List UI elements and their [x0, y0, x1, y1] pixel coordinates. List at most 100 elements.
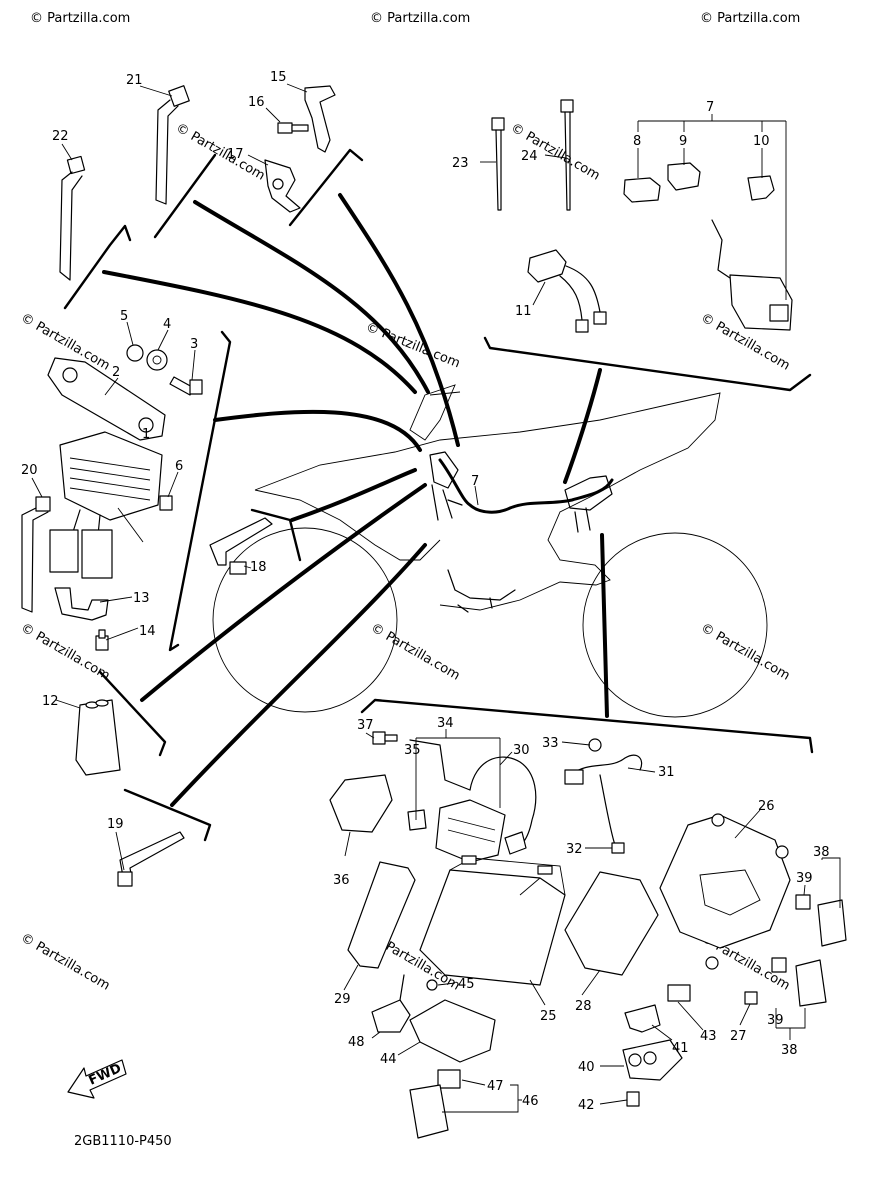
bolt-head-icon	[626, 1091, 640, 1107]
leader-line	[581, 969, 601, 996]
callout-line	[102, 270, 417, 394]
leader-line	[739, 1003, 751, 1026]
watermark: © Partzilla.com	[698, 620, 792, 683]
bracket-1-6	[168, 330, 232, 652]
leader-line	[61, 143, 73, 161]
part-1-rectifier-regulator	[49, 431, 163, 579]
part-39-plug	[795, 894, 811, 910]
bracket-15-17	[288, 148, 364, 227]
part-number-label: 45	[458, 977, 475, 992]
leader-line	[265, 107, 281, 123]
battery-terminal	[537, 865, 553, 875]
part-42-bolt	[626, 1091, 640, 1107]
leader-line	[105, 627, 139, 641]
part-38-connector	[795, 959, 827, 1007]
leader-line	[734, 809, 761, 839]
sensor-hole	[643, 1051, 657, 1065]
bracket-18	[250, 508, 302, 562]
damper-body	[667, 984, 691, 1002]
part-46-47-connector	[409, 1069, 461, 1139]
part-47-cap	[437, 1069, 461, 1089]
watermark: © Partzilla.com	[368, 620, 462, 683]
band-body	[347, 861, 416, 969]
watermark: © Partzilla.com	[30, 11, 130, 26]
harness-branches	[431, 484, 463, 521]
part-number-label: 34	[437, 716, 454, 731]
part-7-harness-unit	[711, 219, 793, 331]
callout-line	[213, 409, 422, 452]
part-23-cable-tie	[491, 117, 505, 211]
watermark: © Partzilla.com	[18, 930, 112, 993]
part-4-grommet	[146, 349, 168, 371]
part-number-label: 48	[348, 1035, 365, 1050]
leader-line	[651, 1024, 673, 1041]
part-8-relay	[623, 177, 661, 203]
part-39-plug	[771, 957, 787, 973]
part-number-label: 2	[112, 365, 120, 380]
cap-body	[747, 175, 775, 201]
screw-shank	[291, 124, 309, 132]
leader-line	[139, 85, 173, 97]
leader-line	[365, 732, 375, 739]
part-number-label: 36	[333, 873, 350, 888]
bracket-battery-group	[360, 698, 814, 754]
band-strap	[21, 507, 49, 613]
rear-harness-branches	[574, 507, 591, 533]
rear-wheel	[582, 532, 768, 718]
leader-line	[247, 154, 269, 166]
bracket-hole	[711, 813, 725, 827]
part-number-label: 7	[706, 100, 714, 115]
bracket-12	[98, 670, 167, 757]
part-number-label: 40	[578, 1060, 595, 1075]
part-number-label: 4	[163, 317, 171, 332]
relay-lines	[447, 817, 496, 843]
part-number-label: 22	[52, 129, 69, 144]
part-number-label: 39	[796, 871, 813, 886]
relay-body	[435, 799, 506, 863]
callout-line	[140, 483, 427, 702]
part-5-collar	[126, 344, 144, 362]
grommet-icon	[146, 349, 168, 371]
watermark: © Partzilla.com	[18, 620, 112, 683]
part-number-label: 38	[813, 845, 830, 860]
harness-lead	[711, 219, 731, 279]
leader-line	[55, 699, 81, 709]
part-35-fuse	[407, 809, 427, 831]
band-head-icon	[168, 85, 190, 107]
number-plate-outline	[409, 384, 456, 441]
bracket-7-11	[483, 336, 812, 392]
bracket-body	[624, 1004, 661, 1033]
part-number-label: 6	[175, 459, 183, 474]
part-number-label: 14	[139, 624, 156, 639]
leader-line	[677, 1001, 704, 1031]
leader-line	[803, 884, 806, 896]
leader-line	[544, 154, 567, 159]
leader-line	[499, 751, 513, 766]
ecu-socket	[769, 304, 789, 322]
bolt-head-icon	[372, 731, 386, 745]
lower-harness-run	[447, 569, 516, 601]
band-head-icon	[35, 496, 51, 512]
group-brackets	[63, 148, 814, 842]
part-30-cable	[469, 756, 537, 855]
band-head-icon	[66, 155, 86, 175]
cable-lead	[599, 774, 616, 846]
part-number-label: 15	[270, 70, 287, 85]
regulator-fins	[69, 457, 151, 501]
part-number-label: 38	[781, 1043, 798, 1058]
leader-line	[115, 831, 125, 871]
tie-head-icon	[491, 117, 505, 131]
battery-top	[449, 857, 566, 896]
motorcycle-outline	[212, 384, 768, 718]
part-40-sensor	[622, 1039, 683, 1081]
part-number-label: 8	[633, 134, 641, 149]
part-number-label: 37	[357, 718, 374, 733]
bracket-body	[659, 814, 791, 949]
plate-body	[47, 357, 166, 441]
fwd-arrow-icon	[67, 1059, 127, 1099]
part-41-bracket	[624, 1004, 661, 1033]
leader-line	[104, 377, 119, 396]
leader-line	[561, 741, 591, 746]
leader-lines	[31, 83, 841, 1113]
